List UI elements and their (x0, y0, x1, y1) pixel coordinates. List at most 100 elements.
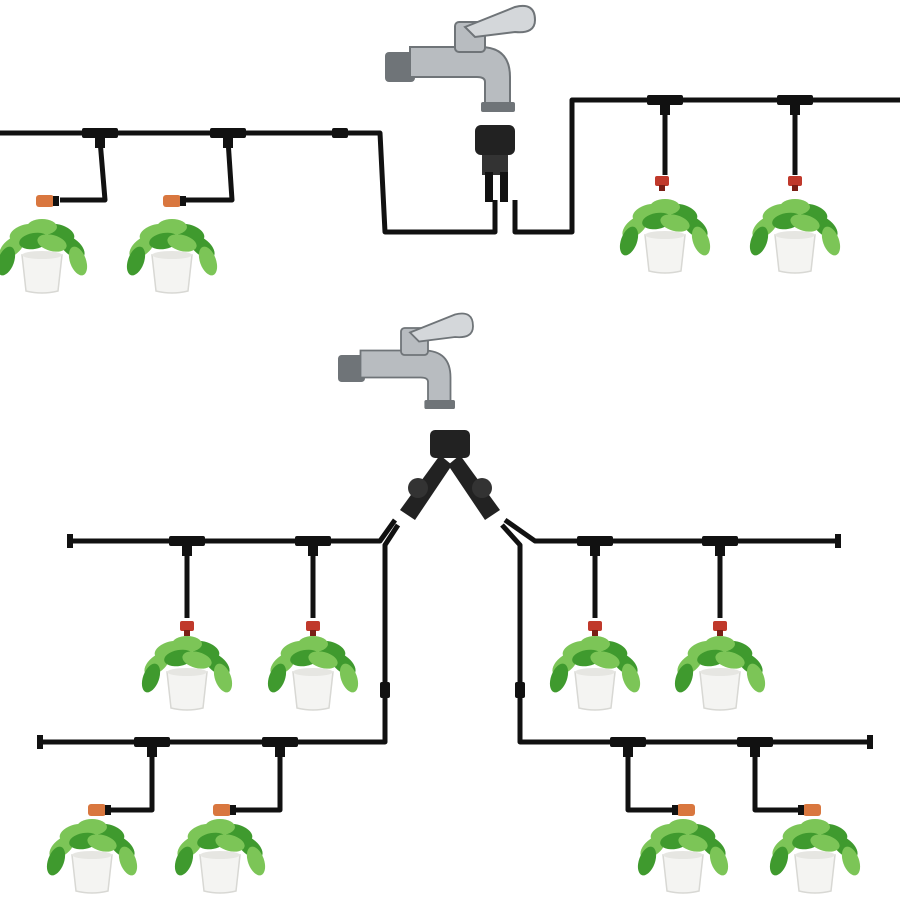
leaf (37, 234, 67, 252)
leaf (157, 219, 187, 235)
leaf (27, 219, 57, 235)
potted-plant-icon (637, 819, 729, 894)
tube (0, 130, 498, 235)
adapter-body (482, 155, 508, 175)
tee-stem (182, 538, 192, 556)
pot-rim (293, 668, 333, 676)
tee-connector-icon (295, 536, 331, 556)
potted-plant-icon (174, 819, 266, 894)
leaf (691, 226, 711, 256)
pot-rim (775, 231, 815, 239)
potted-plant-icon (749, 199, 841, 274)
leaf (590, 651, 620, 669)
tee-stem (95, 130, 105, 148)
tube (110, 748, 155, 813)
plants-layer (0, 199, 861, 894)
tee-connector-icon (169, 536, 205, 556)
tubing-layer (0, 97, 900, 813)
dripper-cap (588, 621, 602, 631)
tee-connector-icon (210, 128, 246, 148)
dripper-barb (53, 196, 59, 206)
dripper-tip (592, 630, 598, 636)
faucet-spout (409, 46, 511, 108)
dripper-icon (213, 804, 236, 816)
dripper-icon (306, 621, 320, 636)
leaf (246, 846, 266, 876)
tube (70, 518, 398, 544)
faucet-thread (338, 355, 365, 382)
dripper-tip (792, 185, 798, 191)
tube (185, 139, 235, 203)
tee-stem (790, 97, 800, 115)
dripper-icon (163, 195, 186, 207)
potted-plant-icon (619, 199, 711, 274)
dripper-cap (655, 176, 669, 186)
leaf (841, 846, 861, 876)
faucet-thread (385, 52, 415, 82)
fittings-layer (36, 95, 873, 816)
tee-connector-icon (82, 128, 118, 148)
leaf (0, 246, 16, 276)
potted-plant-icon (769, 819, 861, 894)
pot (199, 854, 241, 894)
tube (235, 748, 283, 813)
dripper-icon (180, 621, 194, 636)
tee-connector-icon (737, 737, 773, 757)
splitter-valve-right (472, 478, 492, 498)
pot (644, 234, 686, 274)
tube (625, 748, 672, 813)
dripper-icon (672, 804, 695, 816)
tube (500, 523, 870, 745)
leaf (650, 199, 680, 215)
dripper-barb (672, 805, 678, 815)
pot-rim (663, 851, 703, 859)
tube (40, 523, 401, 745)
leaf (715, 651, 745, 669)
tube (752, 748, 798, 813)
potted-plant-icon (46, 819, 138, 894)
pot-rim (72, 851, 112, 859)
potted-plant-icon (267, 636, 359, 711)
potted-plant-icon (674, 636, 766, 711)
leaf (821, 226, 841, 256)
tee-connector-icon (702, 536, 738, 556)
leaf (87, 834, 117, 852)
dripper-tip (717, 630, 723, 636)
pot-rim (167, 668, 207, 676)
tee-stem (223, 130, 233, 148)
dripper-icon (798, 804, 821, 816)
leaf (800, 819, 830, 835)
leaf (660, 214, 690, 232)
tee-stem (275, 739, 285, 757)
faucet-outlet (481, 102, 515, 112)
inline-coupler-icon (332, 128, 348, 138)
pot (699, 671, 741, 711)
potted-plant-icon (549, 636, 641, 711)
dripper-cap (677, 804, 695, 816)
splitter-valve-left (408, 478, 428, 498)
pot (774, 234, 816, 274)
leaf (213, 663, 233, 693)
pot-rim (795, 851, 835, 859)
tee-stem (308, 538, 318, 556)
tee-connector-icon (647, 95, 683, 115)
tee-connector-icon (777, 95, 813, 115)
tee-connector-icon (577, 536, 613, 556)
dripper-icon (88, 804, 111, 816)
dripper-barb (180, 196, 186, 206)
dripper-cap (180, 621, 194, 631)
leaf (749, 226, 769, 256)
leaf (637, 846, 657, 876)
tube (503, 517, 838, 544)
leaf (267, 663, 287, 693)
pot-rim (575, 668, 615, 676)
tee-stem (147, 739, 157, 757)
pot (794, 854, 836, 894)
leaf (709, 846, 729, 876)
leaf (769, 846, 789, 876)
potted-plant-icon (0, 219, 88, 294)
hose-adapter-icon (475, 125, 515, 202)
leaf (810, 834, 840, 852)
leaf (678, 834, 708, 852)
